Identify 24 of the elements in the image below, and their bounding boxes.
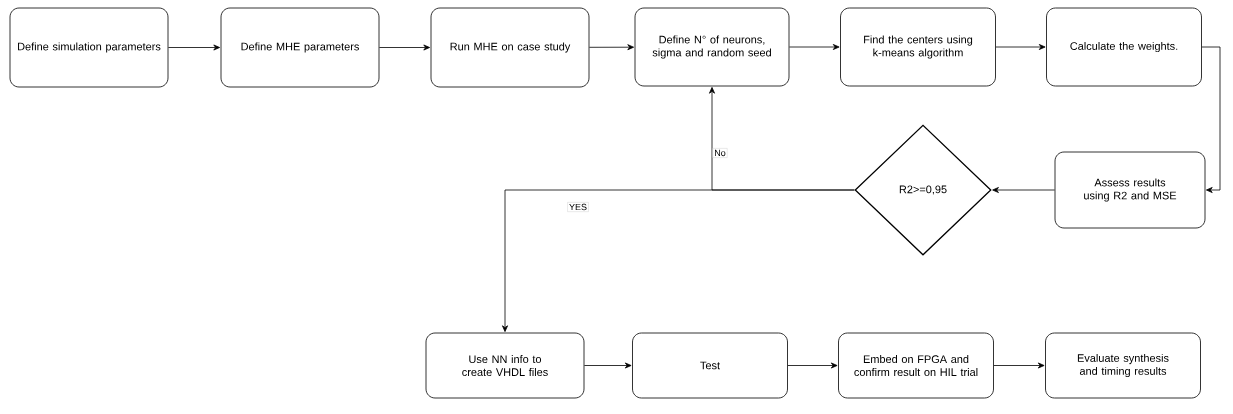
process-box: Define simulation parameters: [9, 7, 169, 88]
arrow: [379, 44, 430, 51]
arrow: [589, 44, 634, 51]
arrow: [789, 44, 840, 50]
process-box: Find the centers using k-means algorithm: [840, 7, 996, 87]
arrow: [1201, 46, 1221, 193]
process-box: Calculate the weights.: [1046, 7, 1202, 87]
arrow: [992, 187, 1055, 193]
process-box: Embed on FPGA and confirm result on HIL trial: [838, 332, 994, 399]
arrow: [168, 44, 220, 51]
arrow: [995, 44, 1046, 50]
edge-label: No: [712, 148, 728, 158]
process-box: Evaluate synthesis and timing results: [1045, 332, 1201, 399]
process-box: Run MHE on case study: [430, 7, 590, 88]
arrow: [502, 189, 855, 332]
process-box: Define MHE parameters: [220, 7, 380, 88]
process-box: Use NN info to create VHDL files: [425, 332, 585, 399]
arrow: [584, 362, 632, 369]
arrow: [993, 362, 1045, 369]
process-box: Test: [632, 332, 788, 399]
process-box: Assess results using R2 and MSE: [1054, 151, 1206, 229]
arrow: [787, 362, 838, 369]
process-box: Define N° of neurons, sigma and random seed: [634, 7, 790, 87]
edge-label: YES: [567, 202, 589, 212]
